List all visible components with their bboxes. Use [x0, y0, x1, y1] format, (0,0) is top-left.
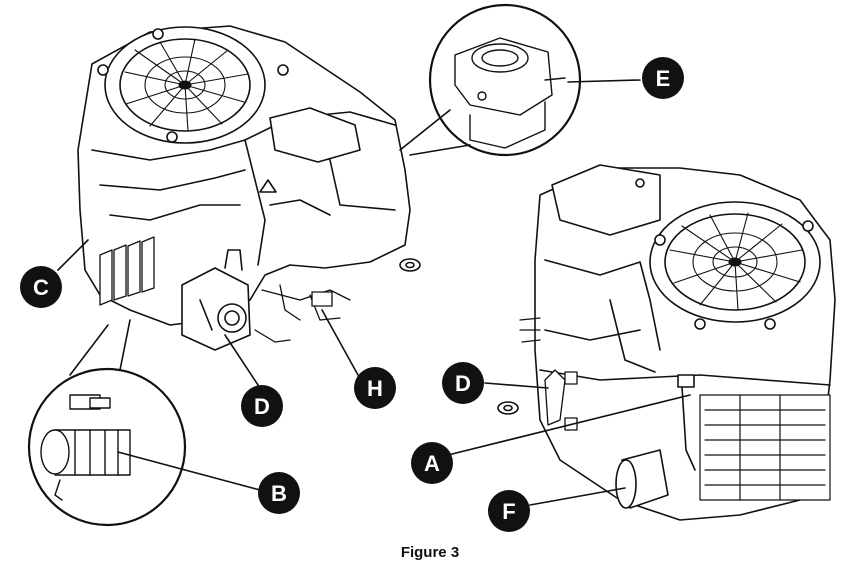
callout-h-label: H	[367, 376, 383, 401]
right-engine	[497, 164, 836, 521]
callout-a: A	[411, 442, 453, 484]
left-linkage	[254, 284, 351, 343]
right-oil-filter	[615, 449, 669, 509]
callout-c: C	[20, 266, 62, 308]
callout-d-left: D	[241, 385, 283, 427]
left-fan-grille	[124, 38, 249, 132]
figure-caption: Figure 3	[400, 544, 460, 561]
left-filter-housing	[181, 249, 251, 351]
callout-c-label: C	[33, 275, 49, 300]
inset-b	[27, 319, 187, 527]
left-engine	[77, 25, 421, 351]
callout-a-label: A	[424, 451, 440, 476]
callout-e-label: E	[656, 66, 671, 91]
right-fan-grille	[669, 212, 803, 311]
right-side-mechanism	[519, 317, 578, 431]
callout-b: B	[258, 472, 300, 514]
callout-e: E	[642, 57, 684, 99]
callout-b-label: B	[271, 481, 287, 506]
left-cooling-fins	[99, 236, 155, 306]
callout-f: F	[488, 490, 530, 532]
right-dipstick	[677, 374, 696, 471]
callout-h: H	[354, 367, 396, 409]
callout-d-left-label: D	[254, 394, 270, 419]
callout-d-right-label: D	[455, 371, 471, 396]
leader-lines	[57, 79, 691, 506]
callout-d-right: D	[442, 362, 484, 404]
right-cooling-fins	[699, 394, 831, 501]
callout-f-label: F	[502, 499, 515, 524]
inset-e	[399, 3, 582, 157]
